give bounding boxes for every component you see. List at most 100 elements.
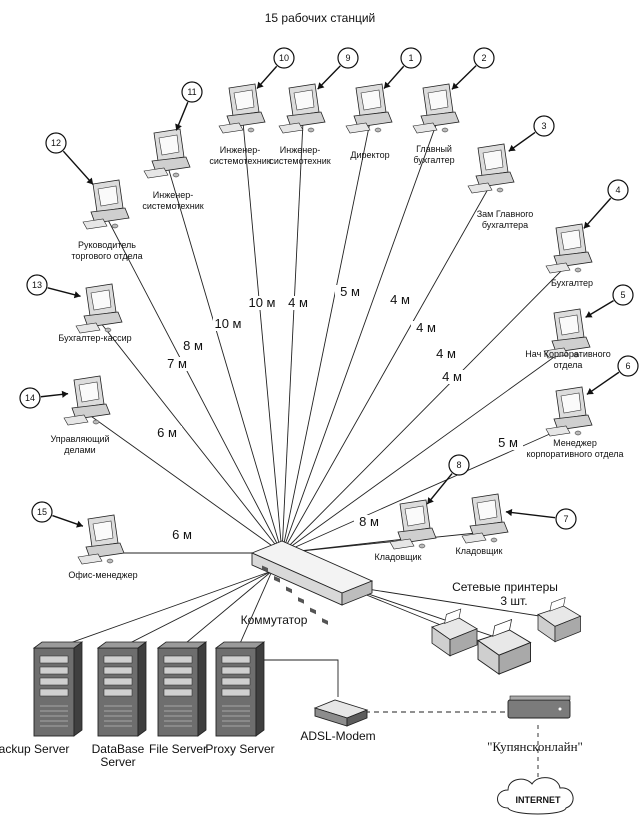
- workstation-icon: [82, 179, 130, 230]
- station-number-badge: [337, 47, 359, 69]
- arrow-line: [583, 197, 612, 229]
- arrow-head: [586, 388, 594, 395]
- diagram-title: 15 рабочих станций: [265, 11, 376, 25]
- station-label: корпоративного отдела: [526, 449, 623, 459]
- station-label: торгового отдела: [71, 251, 142, 261]
- station-number-badge: [555, 508, 577, 530]
- station-number-badge: [448, 454, 470, 476]
- station-label: Нач Корпоративного: [525, 349, 610, 359]
- distance-label-bg: [283, 296, 313, 310]
- server-side: [197, 641, 207, 737]
- station-label: системотехник: [142, 201, 203, 211]
- switch-port: [262, 565, 268, 573]
- mouse: [307, 127, 315, 133]
- printer-paper: [549, 597, 566, 612]
- mouse: [441, 127, 449, 133]
- distance-label: 4 м: [436, 346, 456, 361]
- workstation-icon: [143, 128, 191, 179]
- mouse: [106, 558, 114, 564]
- distance-label-bg: [437, 370, 467, 384]
- station-label: делами: [64, 445, 95, 455]
- cable-line: [258, 659, 339, 697]
- distance-label: 7 м: [167, 356, 187, 371]
- arrow-head: [61, 390, 69, 398]
- cable-line: [281, 261, 571, 554]
- distance-label: 4 м: [416, 320, 436, 335]
- printer-side: [498, 641, 531, 675]
- modem-label: ADSL-Modem: [300, 729, 375, 743]
- cable-line: [106, 217, 283, 554]
- drive-bay: [39, 677, 69, 686]
- keyboard: [345, 122, 371, 134]
- drive-bay: [163, 688, 193, 697]
- keyboard: [218, 122, 244, 134]
- keyboard: [545, 425, 571, 437]
- arrow-head: [383, 81, 391, 89]
- distance-label-bg: [178, 339, 208, 353]
- station-number: 7: [563, 514, 568, 524]
- server-top: [156, 641, 208, 649]
- server-top: [32, 641, 84, 649]
- keyboard: [461, 532, 487, 544]
- workstation-icon: [545, 386, 593, 437]
- isp-device-icon: [507, 695, 571, 719]
- keyboard: [63, 414, 89, 426]
- cable-line: [341, 584, 553, 619]
- printer-icon: [431, 608, 478, 657]
- keyboard: [467, 182, 493, 194]
- station-number-badge: [617, 355, 639, 377]
- monitor-screen: [558, 314, 580, 336]
- server-icon: [32, 641, 84, 737]
- mouse: [111, 223, 119, 229]
- distance-label-bg: [167, 528, 197, 542]
- cable-line: [99, 321, 283, 554]
- drive-bay: [39, 688, 69, 697]
- station-label: системотехник: [209, 156, 270, 166]
- mouse: [496, 187, 504, 193]
- mouse: [374, 127, 382, 133]
- mouse: [104, 327, 112, 333]
- workstation-icon: [545, 223, 593, 274]
- station-number: 8: [456, 460, 461, 470]
- distance-label-bg: [152, 426, 182, 440]
- cable-line: [179, 570, 273, 649]
- internet-cloud-icon: [497, 777, 574, 815]
- switch-port: [274, 575, 280, 583]
- cable-line: [281, 121, 371, 554]
- arrow-head: [505, 508, 513, 517]
- modem-icon: [313, 699, 369, 727]
- station-label: Инженер-: [280, 145, 320, 155]
- arrow-head: [427, 497, 434, 505]
- drive-bay: [221, 688, 251, 697]
- arrow-line: [426, 473, 453, 505]
- distance-label-bg: [354, 515, 384, 529]
- server-side: [73, 641, 83, 737]
- server-icon: [214, 641, 266, 737]
- cable-line: [281, 121, 304, 554]
- station-number-badge: [31, 501, 53, 523]
- monitor-screen: [158, 134, 180, 156]
- printer-icon: [537, 597, 582, 643]
- monitor-screen: [482, 149, 504, 171]
- station-number-badge: [607, 179, 629, 201]
- drive-bay: [103, 655, 133, 664]
- arrow-head: [317, 82, 325, 90]
- distance-label: 4 м: [390, 292, 410, 307]
- monitor-screen: [90, 289, 112, 311]
- station-label: Бухгалтер-кассир: [58, 333, 131, 343]
- distance-label: 8 м: [359, 514, 379, 529]
- distance-label-bg: [162, 357, 192, 371]
- server-label: File Server: [149, 742, 207, 756]
- printer-icon: [476, 618, 532, 676]
- workstation-icon: [412, 83, 460, 134]
- arrow-head: [583, 221, 591, 229]
- station-number: 14: [25, 393, 35, 403]
- server-side: [255, 641, 265, 737]
- keyboard: [278, 122, 304, 134]
- isp-device-led: [558, 707, 562, 711]
- station-label: Бухгалтер: [551, 278, 593, 288]
- monitor-screen: [560, 392, 582, 414]
- printers-count-label: 3 шт.: [500, 594, 527, 608]
- station-label: Кладовщик: [456, 546, 503, 556]
